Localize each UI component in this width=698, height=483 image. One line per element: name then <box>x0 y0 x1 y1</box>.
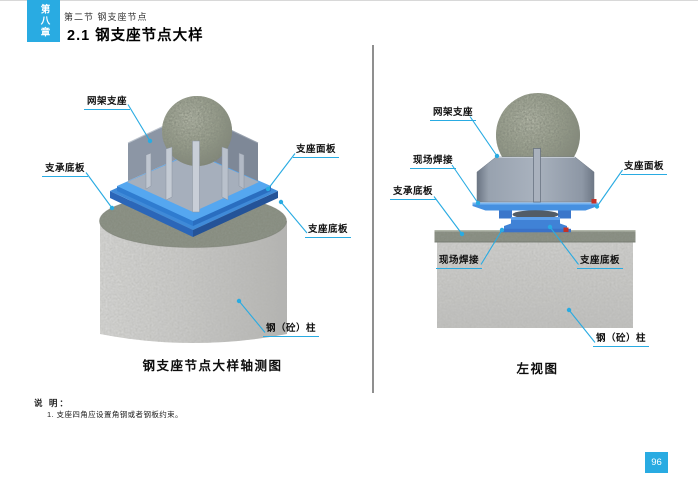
label-site-weld-top: 现场焊接 <box>410 152 457 169</box>
caption-left-view: 左视图 <box>516 362 559 376</box>
label-face-plate-left: 支座面板 <box>293 141 340 158</box>
label-bearing-base-plate-right: 支座底板 <box>577 252 624 269</box>
label-column-left: 钢（砼）柱 <box>263 320 320 337</box>
leader-lines-left <box>85 104 308 333</box>
center-rib <box>533 148 541 203</box>
leader-dots-left <box>109 138 284 304</box>
section-header: 第二节 钢支座节点 <box>64 12 148 22</box>
leader-lines-right <box>433 116 623 343</box>
label-site-weld-bottom: 现场焊接 <box>436 252 483 269</box>
label-support-base-plate-right: 支承底板 <box>390 183 437 200</box>
render-left-view <box>434 93 636 328</box>
leader-dots-right <box>459 153 600 313</box>
spherical-bearing-lens <box>512 210 559 219</box>
weld-mark-bottom <box>563 227 569 232</box>
label-face-plate-right: 支座面板 <box>621 158 668 175</box>
notes-item-1: 1. 支座四角应设置角钢或者钢板约束。 <box>47 410 183 419</box>
chapter-tab: 第八章 <box>27 0 60 42</box>
render-axonometric <box>99 96 287 343</box>
support-base-plate-right <box>434 230 636 243</box>
figure-divider <box>372 45 374 393</box>
caption-axonometric-view: 钢支座节点大样轴测图 <box>142 359 283 373</box>
label-bearing-base-plate-left: 支座底板 <box>305 221 352 238</box>
column-body-right <box>437 242 633 328</box>
label-grid-support-right: 网架支座 <box>430 104 477 121</box>
notes-title: 说 明： <box>34 398 70 408</box>
column-body <box>100 221 287 343</box>
label-column-right: 钢（砼）柱 <box>593 330 650 347</box>
page-top-edge <box>0 0 698 1</box>
label-support-base-plate-left: 支承底板 <box>42 160 89 177</box>
page-title: 2.1 钢支座节点大样 <box>67 28 204 44</box>
ball-node <box>162 96 232 166</box>
page-number-badge: 96 <box>645 452 668 473</box>
ball-node-right <box>496 93 580 177</box>
bearing-base-plate-right <box>500 228 571 233</box>
weld-mark-top <box>591 199 597 204</box>
label-grid-support-left: 网架支座 <box>84 93 131 110</box>
